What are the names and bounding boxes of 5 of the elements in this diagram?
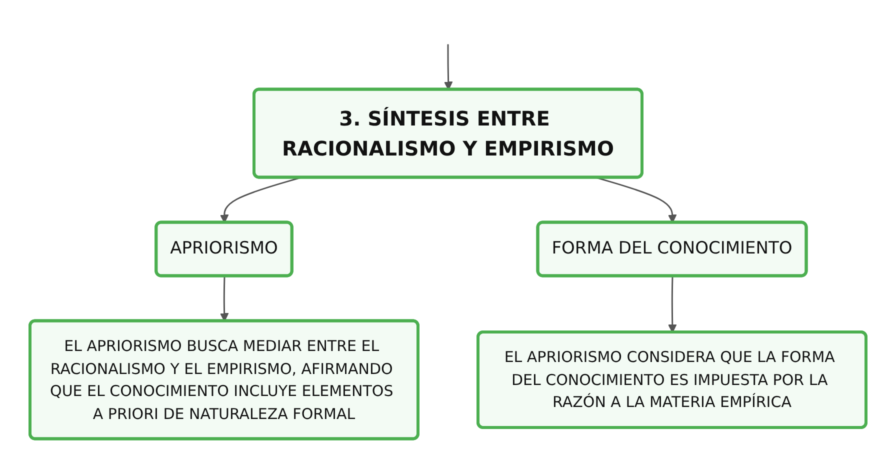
arrow [596,177,677,224]
arrow [668,276,677,333]
arrow [220,276,229,322]
arrow [444,44,453,90]
arrow [220,177,300,224]
